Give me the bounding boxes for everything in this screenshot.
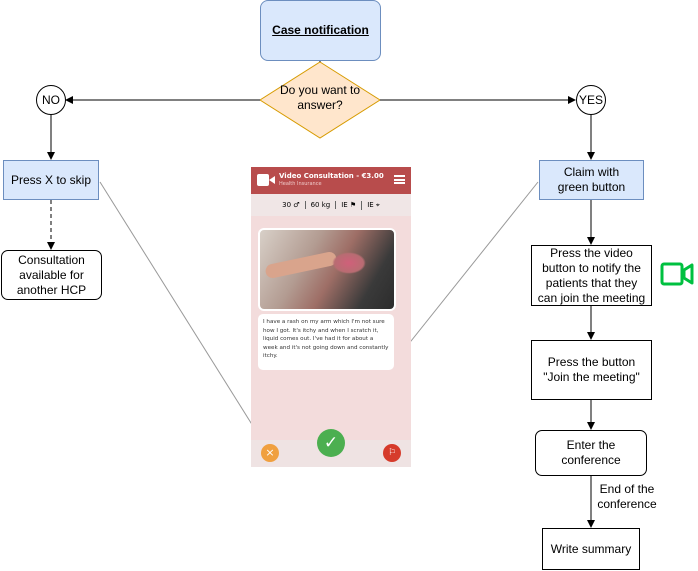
end-of-conference-label: End of the conference: [596, 482, 658, 512]
stat-insurance: IE ⚑: [335, 201, 361, 209]
no-node: NO: [36, 85, 66, 115]
case-notification-node: Case notification: [260, 0, 381, 61]
skip-button[interactable]: ×: [261, 444, 279, 462]
claim-button[interactable]: ✓: [317, 429, 345, 457]
phone-subtitle: Health Insurance: [279, 181, 322, 187]
rash-shape: [332, 252, 366, 274]
press-video-label: Press the video button to notify the pat…: [537, 245, 646, 305]
patient-message: I have a rash on my arm which I'm not su…: [258, 314, 394, 370]
patient-stats: 30 ♂ 60 kg IE ⚑ IE ⌖: [251, 194, 411, 216]
phone-header: Video Consultation - €3.00 Health Insura…: [251, 167, 411, 194]
yes-label: YES: [578, 92, 603, 107]
case-notification-label: Case notification: [272, 23, 369, 37]
video-icon: [257, 174, 275, 186]
press-join-node: Press the button "Join the meeting": [531, 340, 652, 400]
no-label: NO: [42, 92, 60, 107]
press-video-node: Press the video button to notify the pat…: [531, 245, 652, 306]
write-summary-label: Write summary: [550, 541, 632, 556]
video-camera-icon: [660, 262, 694, 286]
stat-weight: 60 kg: [304, 201, 336, 209]
yes-node: YES: [576, 85, 606, 115]
consultation-available-node: Consultation available for another HCP: [1, 250, 102, 300]
enter-conference-node: Enter the conference: [535, 430, 647, 476]
finger-shape: [264, 250, 338, 280]
consultation-available-label: Consultation available for another HCP: [16, 252, 87, 297]
pointer-skip: [99, 181, 269, 451]
question-diamond: [259, 61, 381, 139]
question-label: Do you want to answer?: [279, 83, 361, 112]
press-x-label: Press X to skip: [10, 172, 92, 187]
report-button[interactable]: ⚐: [383, 444, 401, 462]
stat-location: IE ⌖: [361, 200, 385, 210]
write-summary-node: Write summary: [542, 528, 640, 570]
enter-conference-label: Enter the conference: [561, 438, 621, 467]
claim-green-node: Claim with green button: [539, 160, 644, 200]
stat-age: 30 ♂: [282, 201, 300, 209]
claim-green-label: Claim with green button: [557, 165, 626, 194]
phone-mockup: Video Consultation - €3.00 Health Insura…: [251, 167, 411, 467]
menu-icon[interactable]: [394, 175, 405, 184]
phone-title: Video Consultation - €3.00: [279, 172, 384, 180]
press-x-node: Press X to skip: [3, 160, 99, 200]
press-join-label: Press the button "Join the meeting": [543, 355, 640, 384]
rash-photo: [258, 228, 396, 311]
